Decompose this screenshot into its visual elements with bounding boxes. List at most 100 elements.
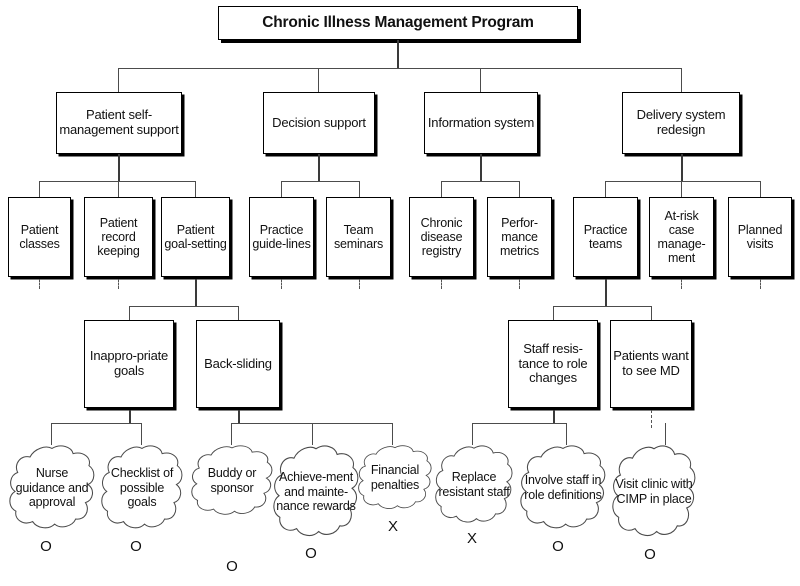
node-label: Chronic disease registry: [420, 216, 463, 258]
cloud-shape: [358, 445, 432, 509]
node-team-seminars: Team seminars: [326, 197, 391, 277]
connector-bus-groupA: [39, 181, 195, 182]
connector-stem-l2-0: [118, 154, 120, 181]
node-label: Decision support: [272, 114, 366, 130]
cloud-nurse-guidance-and-approval: Nurse guidance and approval: [8, 445, 96, 531]
node-label: Team seminars: [333, 223, 384, 251]
cloud-involve-staff-in-role-definitions: Involve staff in role definitions: [519, 445, 607, 531]
cloud-marker-financial-penalties: X: [387, 518, 398, 535]
node-back-sliding: Back-sliding: [196, 320, 280, 408]
stub-patient-record-keeping: [118, 279, 119, 289]
connector-stem-staff-resistance: [553, 410, 555, 423]
connector-drop-staff-resistance: [553, 306, 554, 320]
stub-planned-visits: [760, 279, 761, 289]
connector-level2-bus: [118, 68, 681, 69]
node-label: Staff resis-tance to role changes: [518, 341, 588, 386]
node-label: Patient goal-setting: [164, 223, 227, 251]
node-patient-record-keeping: Patient record keeping: [84, 197, 153, 277]
node-label: Patient self-management support: [59, 107, 179, 137]
connector-bus-groupC: [441, 181, 519, 182]
node-staff-resistance-to-role-changes: Staff resis-tance to role changes: [508, 320, 598, 408]
connector-drop-l3-4: [359, 181, 360, 197]
connector-drop-patients-want-md: [651, 306, 652, 320]
cloud-marker-nurse-guidance: O: [40, 538, 52, 555]
connector-drop-l3-6: [519, 181, 520, 197]
connector-drop-cloud-financial-penalties: [392, 423, 393, 445]
cloud-shape: [101, 445, 183, 529]
cloud-buddy-or-sponsor: Buddy or sponsor: [190, 445, 274, 517]
node-patient-self-management-support: Patient self-management support: [56, 92, 182, 154]
cloud-shape: [9, 445, 95, 529]
cloud-marker-replace-staff: X: [466, 530, 477, 547]
connector-drop-inappropriate-goals: [129, 306, 130, 320]
node-label: Delivery system redesign: [636, 107, 726, 137]
connector-bus-practice-teams: [553, 306, 651, 307]
cloud-label: Involve staff in role definitions: [524, 473, 602, 502]
node-patient-classes: Patient classes: [8, 197, 71, 277]
cloud-shape: [520, 445, 606, 529]
node-label: Back-sliding: [204, 355, 272, 371]
connector-drop-l3-5: [441, 181, 442, 197]
connector-drop-cloud-involve-staff: [566, 423, 567, 445]
cloud-label: Visit clinic with CIMP in place: [615, 477, 693, 506]
node-decision-support: Decision support: [263, 92, 375, 154]
connector-drop-l2-0: [118, 68, 119, 92]
cloud-visit-clinic-with-cimp-in-place: Visit clinic with CIMP in place: [611, 445, 697, 539]
node-practice-guidelines: Practice guide-lines: [249, 197, 314, 277]
node-patients-want-to-see-md: Patients want to see MD: [610, 320, 692, 408]
cloud-marker-achievement: O: [305, 545, 317, 562]
connector-stem-inappropriate-goals: [129, 410, 131, 423]
cloud-marker-checklist: O: [130, 538, 142, 555]
cloud-label: Financial penalties: [370, 463, 420, 492]
cloud-label: Replace resistant staff: [438, 470, 510, 499]
stub-patient-classes: [39, 279, 40, 289]
node-patient-goal-setting: Patient goal-setting: [161, 197, 230, 277]
cloud-marker-involve-staff: O: [552, 538, 564, 555]
cloud-shape: [191, 445, 273, 515]
stub-team-seminars: [359, 279, 360, 289]
connector-bus-inappropriate-goals: [51, 423, 142, 424]
connector-stem-l2-2: [480, 154, 482, 181]
connector-bus-goal-setting: [129, 306, 239, 307]
node-label: Patient classes: [19, 223, 60, 251]
node-practice-teams: Practice teams: [573, 197, 638, 277]
node-root-label: Chronic Illness Management Program: [262, 14, 534, 32]
connector-drop-l3-2: [195, 181, 196, 197]
cloud-label: Nurse guidance and approval: [15, 465, 89, 510]
cloud-shape: [435, 445, 513, 523]
cloud-marker-visit-clinic: O: [644, 546, 656, 563]
connector-drop-cloud-checklist: [141, 423, 142, 445]
stub-chronic-disease-registry: [441, 279, 442, 289]
cloud-financial-penalties: Financial penalties: [357, 445, 433, 511]
stub-performance-metrics: [519, 279, 520, 289]
connector-drop-l3-7: [605, 181, 606, 197]
node-label: At-risk case manage-ment: [657, 209, 706, 265]
stub-patients-want-md: [651, 410, 652, 428]
connector-drop-cloud-replace-staff: [472, 423, 473, 445]
connector-stem-l2-3: [681, 154, 683, 181]
cloud-shape: [612, 445, 696, 537]
node-label: Perfor-mance metrics: [500, 216, 539, 258]
node-label: Information system: [427, 114, 535, 130]
cloud-achievement-and-maintenance-rewards: Achieve-ment and mainte-nance rewards: [272, 445, 360, 539]
connector-stem-practice-teams: [605, 279, 607, 306]
connector-drop-l3-3: [281, 181, 282, 197]
node-label: Practice teams: [583, 223, 628, 251]
connector-root-stem: [397, 40, 399, 68]
node-label: Inappro-priate goals: [89, 348, 169, 378]
connector-bus-staff-resistance: [472, 423, 567, 424]
connector-bus-groupD: [605, 181, 760, 182]
node-inappropriate-goals: Inappro-priate goals: [84, 320, 174, 408]
connector-drop-cloud-buddy: [231, 423, 232, 445]
connector-drop-l3-1: [118, 181, 119, 197]
stub-at-risk-case-management: [681, 279, 682, 289]
connector-drop-back-sliding: [238, 306, 239, 320]
connector-drop-l2-1: [318, 68, 319, 92]
connector-drop-cloud-achievement: [312, 423, 313, 445]
connector-bus-groupB: [281, 181, 359, 182]
node-label: Practice guide-lines: [252, 223, 311, 251]
node-root: Chronic Illness Management Program: [218, 6, 578, 40]
node-label: Patient record keeping: [97, 216, 140, 258]
cloud-marker-buddy: O: [226, 558, 238, 575]
